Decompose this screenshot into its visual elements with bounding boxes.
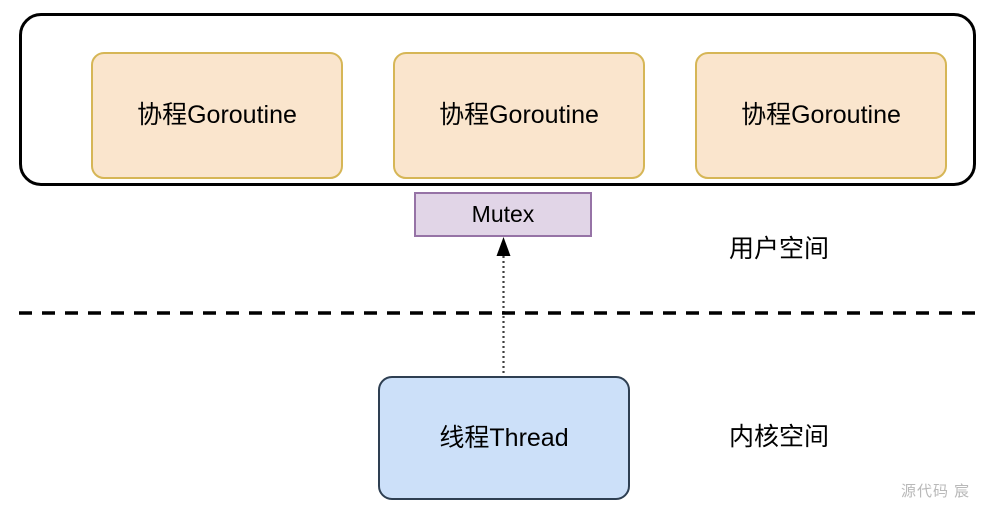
- thread-to-mutex-arrow: [496, 237, 511, 378]
- goroutine-box-1[interactable]: 协程Goroutine: [91, 52, 343, 179]
- goroutine-box-3[interactable]: 协程Goroutine: [695, 52, 947, 179]
- goroutine-label-3: 协程Goroutine: [741, 101, 901, 129]
- arrow-head-icon: [496, 237, 511, 256]
- thread-box[interactable]: 线程Thread: [378, 376, 630, 500]
- watermark-text: 源代码 宸: [901, 483, 971, 500]
- thread-label: 线程Thread: [439, 423, 569, 452]
- user-space-container: 协程Goroutine 协程Goroutine 协程Goroutine: [19, 13, 976, 186]
- goroutine-box-2[interactable]: 协程Goroutine: [393, 52, 645, 179]
- kernel-space-label: 内核空间: [729, 423, 830, 451]
- mutex-label: Mutex: [471, 201, 535, 227]
- user-kernel-boundary: [19, 311, 976, 315]
- mutex-box[interactable]: Mutex: [414, 192, 592, 237]
- goroutine-label-1: 协程Goroutine: [137, 101, 297, 129]
- goroutine-label-2: 协程Goroutine: [439, 101, 599, 129]
- user-space-label: 用户空间: [729, 235, 830, 263]
